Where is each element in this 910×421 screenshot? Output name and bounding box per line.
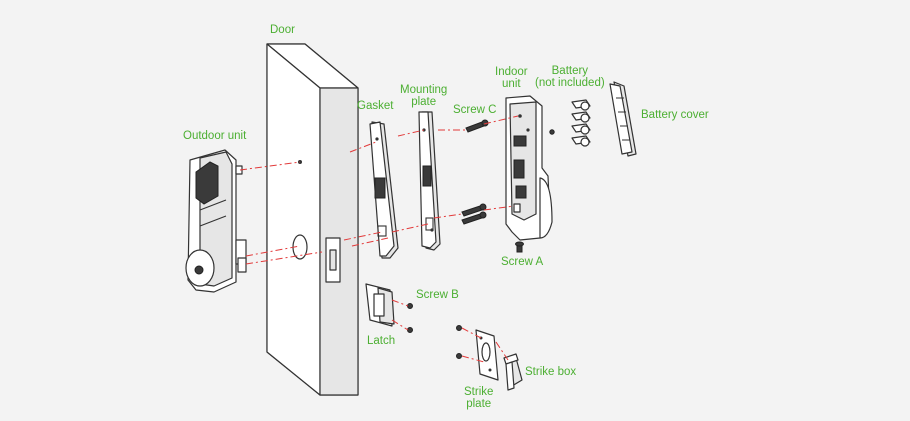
label-latch: Latch [367, 335, 396, 347]
strike-box [503, 353, 523, 391]
screw-b [407, 303, 413, 333]
door [266, 43, 359, 396]
outdoor-unit [185, 149, 247, 293]
label-screw-a: Screw A [501, 256, 544, 268]
gasket [369, 121, 399, 259]
alignment-lines [239, 115, 519, 363]
small-screw [549, 129, 555, 135]
indoor-unit [505, 95, 553, 241]
strike-plate-screws [456, 325, 462, 359]
screw-c [461, 119, 489, 225]
label-battery-cover: Battery cover [641, 109, 709, 121]
mounting-plate [418, 111, 441, 251]
label-gasket: Gasket [357, 100, 394, 112]
label-door: Door [270, 24, 295, 36]
label-outdoor-unit: Outdoor unit [183, 130, 247, 142]
screw-a [515, 241, 524, 253]
label-screw-b: Screw B [416, 289, 459, 301]
strike-plate [475, 329, 499, 381]
label-battery: Battery(not included) [535, 65, 605, 89]
label-screw-c: Screw C [453, 104, 497, 116]
batteries [571, 99, 591, 147]
latch [365, 283, 395, 327]
label-strike-box: Strike box [525, 366, 577, 378]
battery-cover [609, 81, 637, 157]
